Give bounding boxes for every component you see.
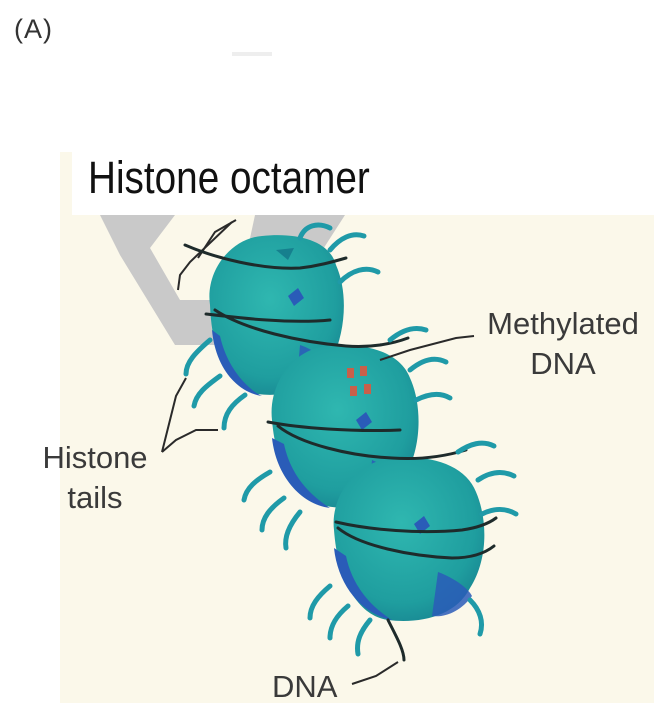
illustration-background-corner (60, 152, 72, 215)
histone-tails-label: Histone tails (30, 438, 160, 518)
methyl-mark-2 (360, 366, 367, 376)
top-grey-mark (232, 52, 272, 56)
methyl-mark-3 (350, 386, 357, 396)
histone-tails-line2: tails (30, 478, 160, 518)
methylated-dna-line1: Methylated (474, 304, 652, 344)
dna-label: DNA (272, 667, 337, 707)
histone-tails-line1: Histone (30, 438, 160, 478)
methylated-dna-line2: DNA (474, 344, 652, 384)
methylated-dna-label: Methylated DNA (474, 304, 652, 384)
panel-label: (A) (14, 14, 53, 45)
methyl-mark-4 (364, 384, 371, 394)
histone-octamer-label: Histone octamer (88, 152, 370, 204)
methyl-mark-1 (347, 368, 354, 378)
